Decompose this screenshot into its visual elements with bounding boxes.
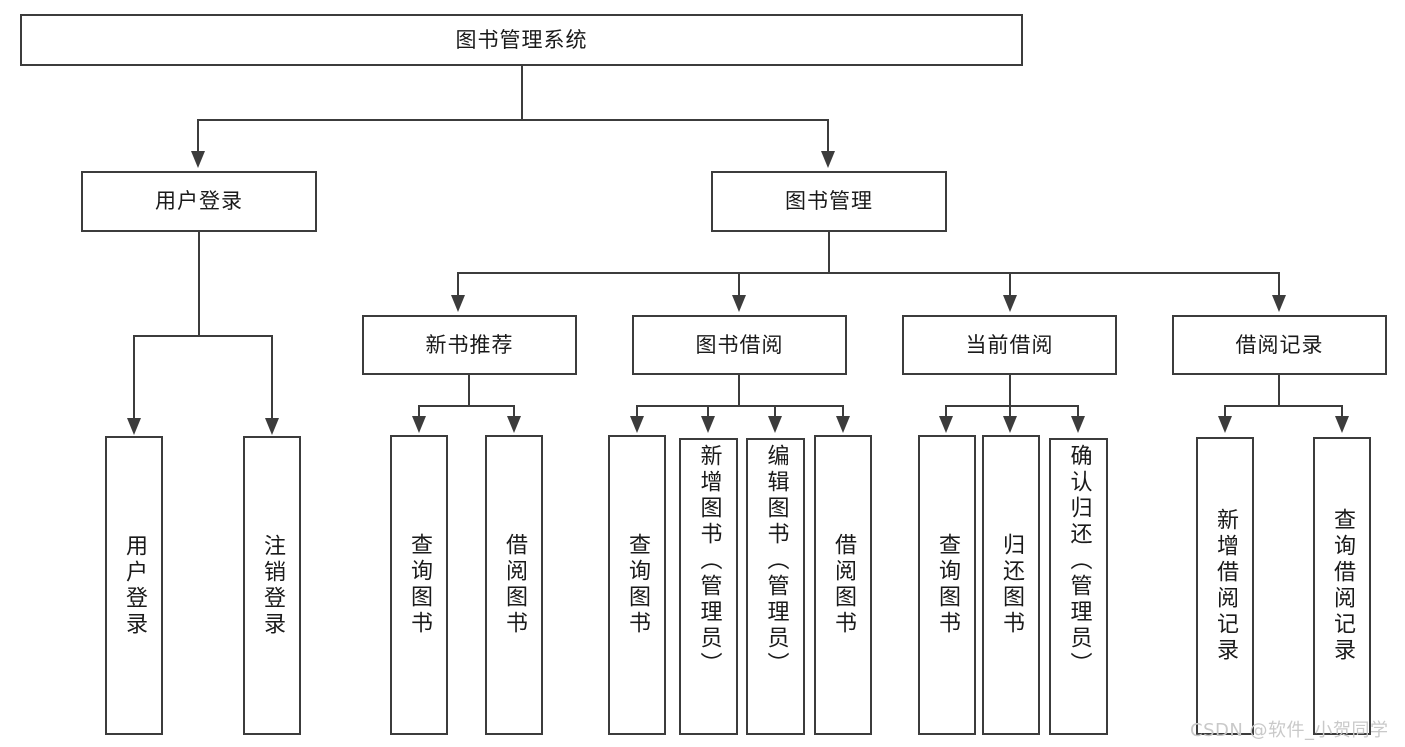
edge-root-trunk (521, 66, 523, 120)
node-leaf-borrow-borrow-book[interactable]: 借阅图书 (814, 435, 872, 735)
node-label: 用户登录 (155, 189, 243, 214)
node-label: 当前借阅 (965, 332, 1054, 357)
node-label: 借阅记录 (1235, 332, 1324, 357)
edge-user-login-trunk (198, 232, 200, 336)
node-label: 编辑图书（管理员） (763, 444, 789, 678)
node-new-book-recommend[interactable]: 新书推荐 (362, 315, 577, 375)
node-book-borrow[interactable]: 图书借阅 (632, 315, 847, 375)
arrow-borrow-leaf-2 (701, 416, 715, 433)
node-leaf-user-login[interactable]: 用户登录 (105, 436, 163, 735)
edge-recommend-bus (418, 405, 515, 407)
node-label: 新增图书（管理员） (696, 444, 722, 678)
arrow-borrow-leaf-4 (836, 416, 850, 433)
edge-borrow-drop-1 (636, 405, 638, 417)
edge-borrow-drop-2 (707, 405, 709, 417)
arrow-user-login-leaf-2 (265, 418, 279, 435)
edge-current-drop-1 (945, 405, 947, 417)
arrow-record-leaf-2 (1335, 416, 1349, 433)
node-leaf-current-return-book[interactable]: 归还图书 (982, 435, 1040, 735)
node-label: 新书推荐 (425, 332, 514, 357)
node-user-login[interactable]: 用户登录 (81, 171, 317, 232)
edge-current-drop-3 (1077, 405, 1079, 417)
node-label: 查询借阅记录 (1330, 508, 1355, 664)
arrow-root-to-book-mgmt (821, 151, 835, 168)
edge-book-mgmt-drop-4 (1278, 272, 1280, 296)
node-leaf-borrow-query-book[interactable]: 查询图书 (608, 435, 666, 735)
node-borrow-record[interactable]: 借阅记录 (1172, 315, 1387, 375)
arrow-recommend-leaf-1 (412, 416, 426, 433)
node-label: 确认归还（管理员） (1066, 444, 1092, 678)
arrow-root-to-user-login (191, 151, 205, 168)
edge-recommend-drop-2 (513, 405, 515, 417)
node-leaf-user-logout[interactable]: 注销登录 (243, 436, 301, 735)
node-label: 查询图书 (407, 533, 432, 637)
arrow-book-mgmt-child-1 (451, 295, 465, 312)
node-label: 查询图书 (935, 533, 960, 637)
edge-book-mgmt-trunk (828, 232, 830, 273)
node-label: 查询图书 (625, 533, 650, 637)
edge-record-trunk (1278, 375, 1280, 406)
edge-book-mgmt-drop-3 (1009, 272, 1011, 296)
arrow-borrow-leaf-3 (768, 416, 782, 433)
arrow-current-leaf-1 (939, 416, 953, 433)
edge-root-to-book-mgmt (827, 119, 829, 151)
node-label: 图书借阅 (695, 332, 784, 357)
arrow-recommend-leaf-2 (507, 416, 521, 433)
node-label: 注销登录 (260, 533, 285, 638)
node-leaf-record-add-record[interactable]: 新增借阅记录 (1196, 437, 1254, 735)
arrow-current-leaf-2 (1003, 416, 1017, 433)
node-leaf-current-query-book[interactable]: 查询图书 (918, 435, 976, 735)
edge-user-login-drop-2 (271, 335, 273, 419)
node-leaf-recommend-borrow-book[interactable]: 借阅图书 (485, 435, 543, 735)
arrow-user-login-leaf-1 (127, 418, 141, 435)
node-label: 借阅图书 (502, 533, 527, 637)
edge-recommend-trunk (468, 375, 470, 406)
edge-current-bus (945, 405, 1079, 407)
edge-record-drop-1 (1224, 405, 1226, 417)
edge-book-mgmt-drop-2 (738, 272, 740, 296)
edge-root-to-user-login (197, 119, 199, 151)
arrow-record-leaf-1 (1218, 416, 1232, 433)
edge-book-mgmt-drop-1 (457, 272, 459, 296)
edge-borrow-drop-3 (774, 405, 776, 417)
arrow-current-leaf-3 (1071, 416, 1085, 433)
edge-record-drop-2 (1341, 405, 1343, 417)
node-label: 图书管理系统 (455, 27, 588, 52)
node-leaf-borrow-edit-book[interactable]: 编辑图书（管理员） (746, 438, 805, 735)
node-label: 归还图书 (999, 533, 1024, 637)
arrow-book-mgmt-child-3 (1003, 295, 1017, 312)
node-label: 新增借阅记录 (1213, 508, 1238, 664)
edge-book-mgmt-bus (457, 272, 1280, 274)
node-label: 图书管理 (785, 189, 873, 214)
node-leaf-borrow-add-book[interactable]: 新增图书（管理员） (679, 438, 738, 735)
node-root-system[interactable]: 图书管理系统 (20, 14, 1023, 66)
csdn-watermark: CSDN @软件_小贺同学 (1190, 720, 1389, 741)
node-book-management[interactable]: 图书管理 (711, 171, 947, 232)
edge-borrow-drop-4 (842, 405, 844, 417)
node-leaf-current-confirm-return[interactable]: 确认归还（管理员） (1049, 438, 1108, 735)
arrow-book-mgmt-child-4 (1272, 295, 1286, 312)
node-current-borrow[interactable]: 当前借阅 (902, 315, 1117, 375)
edge-current-drop-2 (1009, 405, 1011, 417)
edge-root-bus (197, 119, 829, 121)
edge-recommend-drop-1 (418, 405, 420, 417)
node-leaf-recommend-query-book[interactable]: 查询图书 (390, 435, 448, 735)
node-leaf-record-query-record[interactable]: 查询借阅记录 (1313, 437, 1371, 735)
arrow-book-mgmt-child-2 (732, 295, 746, 312)
arrow-borrow-leaf-1 (630, 416, 644, 433)
edge-user-login-bus (134, 335, 273, 337)
edge-record-bus (1224, 405, 1343, 407)
edge-user-login-drop-1 (133, 335, 135, 419)
node-label: 用户登录 (122, 533, 147, 638)
node-label: 借阅图书 (831, 533, 856, 637)
edge-borrow-trunk (738, 375, 740, 406)
edge-borrow-bus (636, 405, 843, 407)
edge-current-trunk (1009, 375, 1011, 406)
